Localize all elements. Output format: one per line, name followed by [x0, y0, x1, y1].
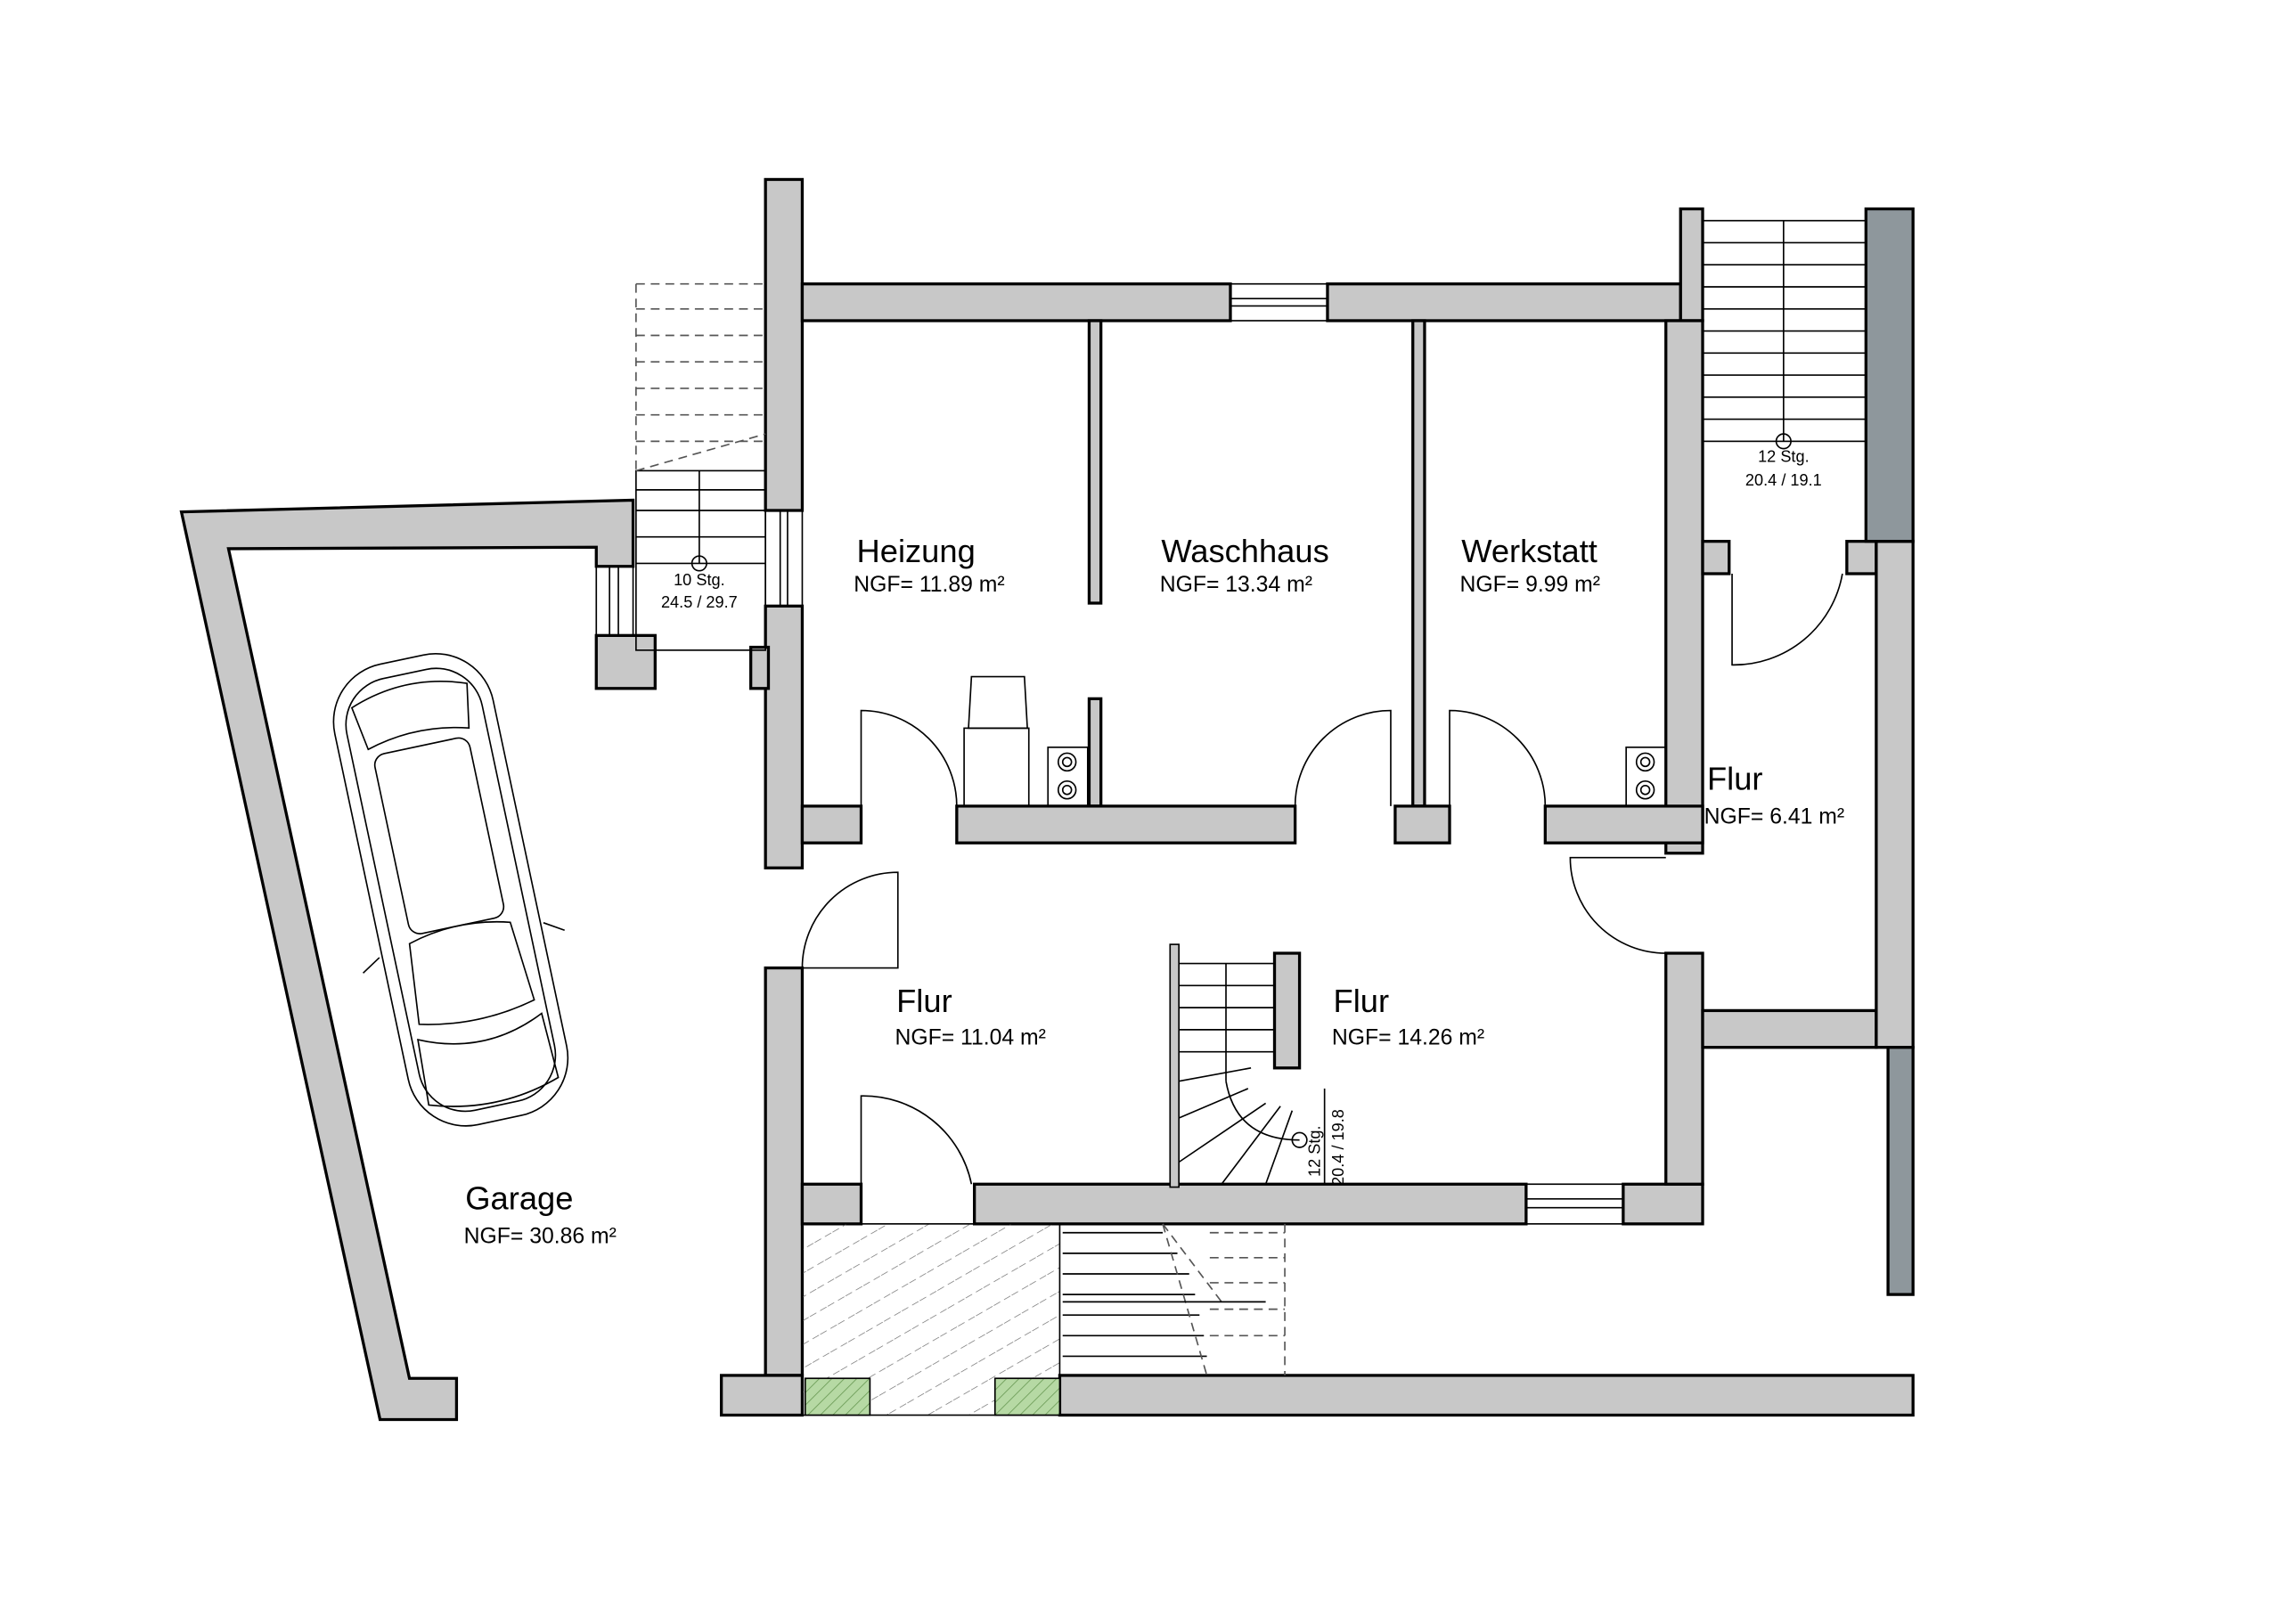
room-name-flur-center: Flur — [1334, 983, 1390, 1019]
stair-right-steps: 12 Stg. — [1758, 447, 1810, 465]
room-name-werkstatt: Werkstatt — [1461, 533, 1597, 569]
stair-bottom — [1062, 1223, 1286, 1376]
room-area-flur-center: NGF= 14.26 m² — [1332, 1025, 1484, 1049]
room-area-garage: NGF= 30.86 m² — [464, 1224, 617, 1248]
stair-center-ratio: 20.4 / 19.8 — [1329, 1109, 1347, 1186]
room-name-flur-right: Flur — [1707, 761, 1763, 797]
planter-right — [993, 1377, 1061, 1416]
room-name-heizung: Heizung — [857, 533, 976, 569]
room-area-werkstatt: NGF= 9.99 m² — [1460, 573, 1600, 597]
stair-center-steps: 12 Stg. — [1306, 1125, 1324, 1177]
stair-right-ratio: 20.4 / 19.1 — [1745, 471, 1822, 489]
room-area-waschhaus: NGF= 13.34 m² — [1160, 573, 1312, 597]
room-name-waschhaus: Waschhaus — [1161, 533, 1328, 569]
room-name-garage: Garage — [465, 1179, 573, 1216]
windows — [595, 282, 1624, 1225]
room-area-flur-right: NGF= 6.41 m² — [1704, 805, 1844, 829]
room-area-flur-left: NGF= 11.04 m² — [895, 1025, 1045, 1049]
stair-center: 12 Stg. 20.4 / 19.8 — [1178, 962, 1347, 1186]
stair-left: 10 Stg. 24.5 / 29.7 — [635, 282, 766, 651]
room-name-flur-left: Flur — [896, 983, 952, 1019]
doors — [801, 573, 1843, 1185]
house-walls — [719, 177, 1915, 1417]
stair-left-steps: 10 Stg. — [674, 571, 725, 589]
sink-icon — [1047, 747, 1089, 807]
car-icon — [332, 652, 569, 1127]
garage-walls — [179, 498, 657, 1422]
boiler-icon — [963, 675, 1030, 807]
room-area-heizung: NGF= 11.89 m² — [854, 573, 1004, 597]
sink-icon — [1625, 747, 1667, 807]
stair-right: 12 Stg. 20.4 / 19.1 — [1702, 219, 1867, 489]
planter-left — [804, 1377, 871, 1416]
stair-left-ratio: 24.5 / 29.7 — [661, 593, 738, 611]
